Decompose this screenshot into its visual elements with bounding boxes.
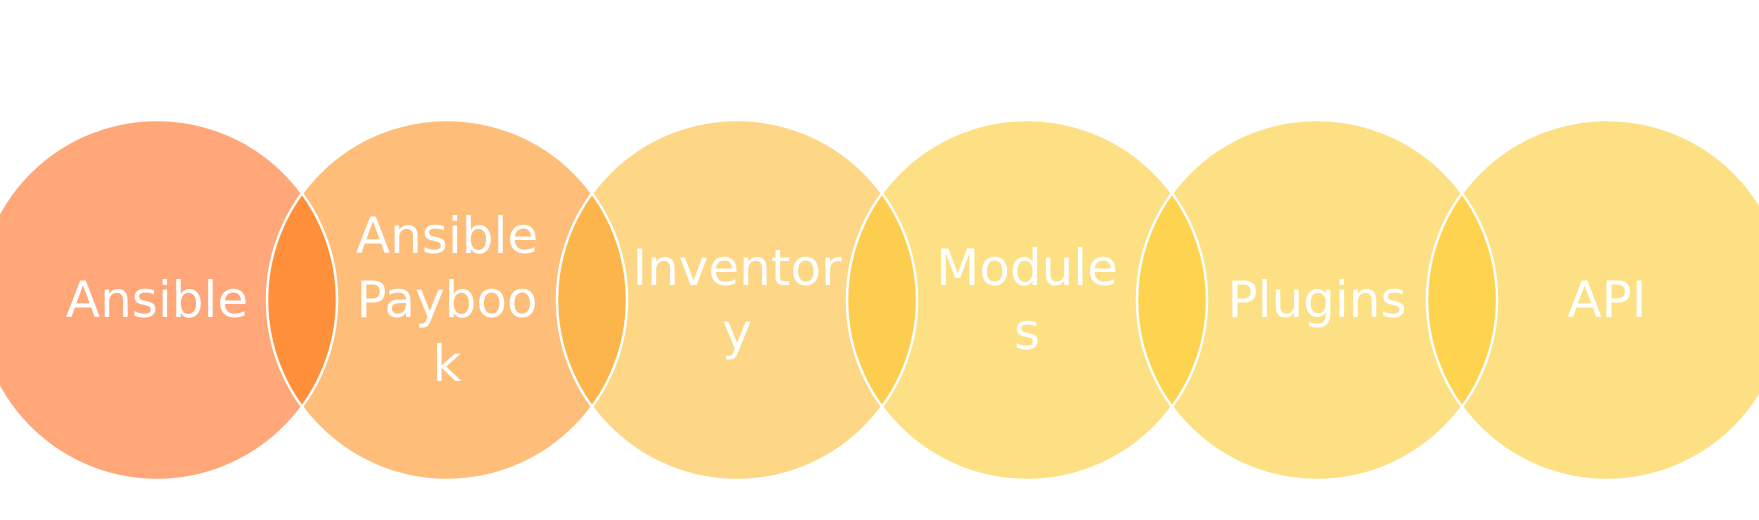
circle-ansible	[0, 120, 337, 480]
circle-plugins	[1137, 120, 1497, 480]
circle-label-api-line-1: API	[1567, 271, 1646, 329]
circle-outline-plugins	[1135, 118, 1499, 482]
circle-label-modules-line-1: Module	[936, 239, 1118, 297]
circle-label-inventory-line-1: Inventor	[632, 239, 842, 297]
circle-outline-modules	[845, 118, 1209, 482]
circle-outline-api	[1425, 118, 1759, 482]
circle-inventory	[557, 120, 917, 480]
circle-outline-ansible-payboook	[265, 118, 629, 482]
circle-label-ansible-payboook-line-3: k	[433, 335, 462, 393]
circle-outline-ansible	[0, 118, 339, 482]
circle-label-ansible-payboook-line-1: Ansible	[356, 207, 538, 265]
circle-label-ansible-line-1: Ansible	[66, 271, 248, 329]
circle-label-modules-line-2: s	[1014, 303, 1040, 361]
circle-modules	[847, 120, 1207, 480]
circle-label-inventory-line-2: y	[722, 303, 752, 361]
circle-api	[1427, 120, 1759, 480]
circle-outline-inventory	[555, 118, 919, 482]
circle-label-plugins-line-1: Plugins	[1227, 271, 1406, 329]
circle-ansible-payboook	[267, 120, 627, 480]
circle-label-ansible-payboook-line-2: Payboo	[356, 271, 537, 329]
